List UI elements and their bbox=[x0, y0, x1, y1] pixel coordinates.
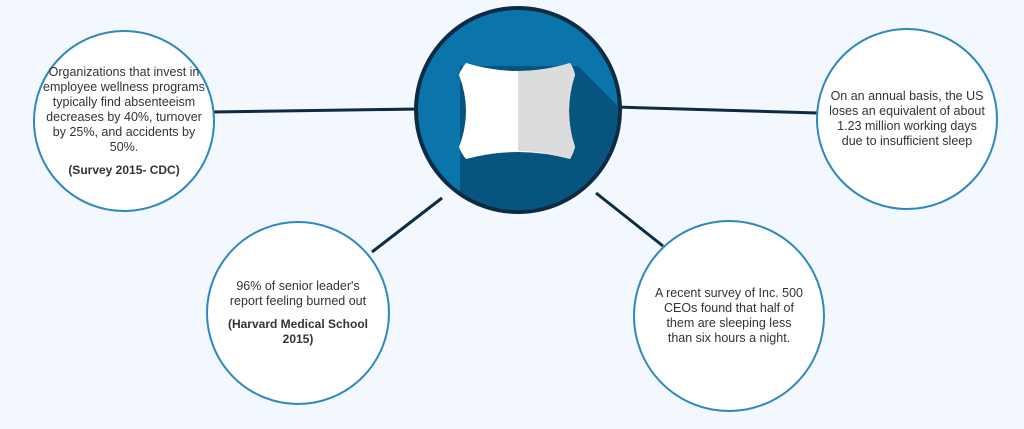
fact-source: (Survey 2015- CDC) bbox=[68, 162, 180, 177]
fact-text: On an annual basis, the US loses an equi… bbox=[829, 89, 985, 148]
connector-line-top-right bbox=[615, 105, 819, 115]
fact-text: A recent survey of Inc. 500 CEOs found t… bbox=[655, 286, 803, 345]
fact-bubble-wellness-programs: Organizations that invest in employee we… bbox=[33, 30, 215, 212]
connector-line-bottom-left bbox=[371, 196, 443, 254]
fact-text: 96% of senior leader's report feeling bu… bbox=[229, 279, 367, 308]
pillow-icon bbox=[459, 63, 575, 159]
fact-bubble-burnout: 96% of senior leader's report feeling bu… bbox=[206, 221, 390, 405]
fact-source: (Harvard Medical School 2015) bbox=[227, 317, 369, 346]
connector-line-top-left bbox=[211, 107, 421, 114]
fact-text: Organizations that invest in employee we… bbox=[43, 64, 205, 154]
hub-circle bbox=[414, 6, 622, 214]
fact-bubble-working-days-lost: On an annual basis, the US loses an equi… bbox=[816, 28, 998, 210]
fact-bubble-ceo-sleep: A recent survey of Inc. 500 CEOs found t… bbox=[633, 220, 825, 412]
connector-line-bottom-right bbox=[595, 191, 664, 248]
